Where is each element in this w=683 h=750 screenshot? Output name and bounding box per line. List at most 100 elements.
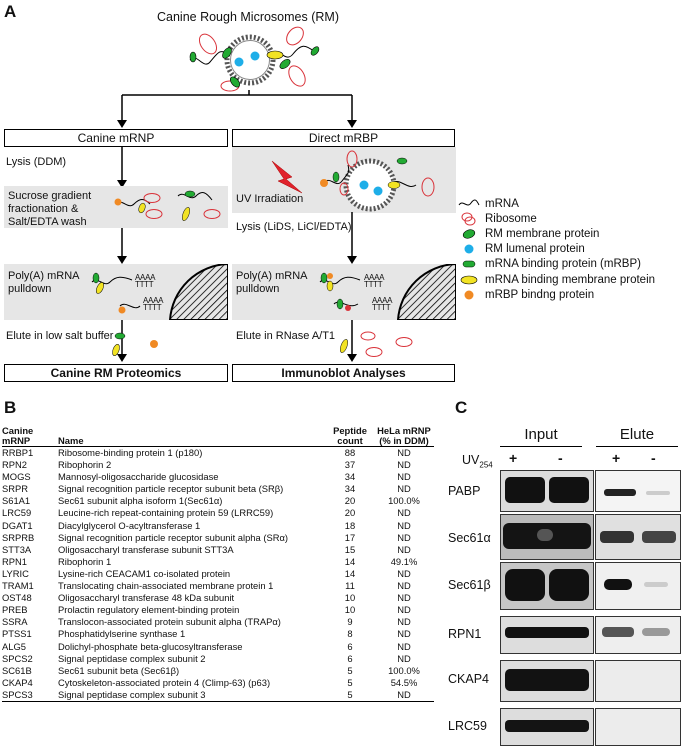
legend-label: mRNA — [485, 197, 519, 210]
header-hela-mrnp: HeLa mRNP (% in DDM) — [377, 425, 431, 446]
legend-item-rm-membrane-protein: RM membrane protein — [456, 226, 681, 241]
cell-peptide-count: 10 — [344, 604, 356, 616]
right-bead-illustration — [319, 264, 456, 320]
input-label: Input — [524, 426, 558, 443]
cell-id: PREB — [2, 604, 28, 616]
legend-item-mrna-binding-membrane-protein: mRNA binding membrane protein — [456, 272, 681, 287]
cell-name: Oligosaccharyl transferase 48 kDa subuni… — [58, 592, 235, 604]
rm-lumenal-protein-icon — [456, 243, 482, 255]
blot-label-sec61b: Sec61β — [448, 578, 491, 592]
cell-peptide-count: 10 — [344, 592, 356, 604]
cell-id: SRPRB — [2, 531, 35, 543]
cell-name: Prolactin regulatory element-binding pro… — [58, 604, 240, 616]
cell-name: Signal recognition particle receptor sub… — [58, 531, 289, 543]
table-row: PREB Prolactin regulatory element-binding… — [2, 604, 434, 616]
blot-ckap4-elute — [595, 660, 681, 702]
left-step-elute: Elute in low salt buffer — [6, 330, 114, 342]
table-header-row: Canine mRNP Name Peptide count HeLa mRNP… — [2, 422, 434, 447]
left-elute-illustration — [112, 332, 158, 356]
uv-panel — [232, 147, 456, 213]
blot-sec61a-elute — [595, 514, 681, 560]
cell-name: Translocon-associated protein subunit al… — [58, 616, 281, 628]
table-row: ALG5 Dolichyl-phosphate beta-glucosyltran… — [2, 641, 434, 653]
cell-peptide-count: 8 — [347, 628, 353, 640]
direct-mrbp-header: Direct mRBP — [232, 129, 455, 147]
input-uv-minus: - — [558, 450, 563, 466]
ribosome-icon — [456, 212, 482, 226]
cell-peptide-count: 37 — [344, 459, 356, 471]
table-row: SPCS3 Signal peptidase complex subunit 3 5… — [2, 689, 434, 702]
cell-peptide-count: 14 — [344, 567, 356, 579]
branch-connector — [117, 90, 357, 128]
cell-name: Leucine-rich repeat-containing protein 5… — [58, 507, 274, 519]
legend-item-ribosome: Ribosome — [456, 211, 681, 226]
cell-peptide-count: 5 — [347, 688, 353, 700]
elute-uv-minus: - — [651, 450, 656, 466]
panel-b-letter: B — [4, 398, 17, 417]
header-peptide-count: Peptide count — [333, 425, 367, 446]
cell-name: Dolichyl-phosphate beta-glucosyltransfer… — [58, 640, 243, 652]
cell-hela-mrnp: ND — [397, 580, 411, 592]
cell-hela-mrnp: ND — [397, 507, 411, 519]
cell-id: SPCS2 — [2, 652, 33, 664]
cell-name: Ribophorin 2 — [58, 459, 112, 471]
right-step-elute: Elute in RNase A/T1 — [236, 330, 336, 342]
cell-id: ALG5 — [2, 640, 26, 652]
right-polyt-1: TTTT — [364, 280, 383, 289]
blot-ckap4-input — [500, 660, 594, 702]
cell-id: LRC59 — [2, 507, 32, 519]
cell-hela-mrnp: ND — [397, 483, 411, 495]
cell-hela-mrnp: ND — [397, 447, 411, 458]
legend-label: RM lumenal protein — [485, 243, 585, 256]
right-step-lysis: Lysis (LiDS, LiCl/EDTA) — [236, 221, 352, 233]
input-uv-plus: + — [509, 450, 518, 466]
table-row: OST48 Oligosaccharyl transferase 48 kDa s… — [2, 592, 434, 604]
legend-item-rm-lumenal-protein: RM lumenal protein — [456, 242, 681, 257]
blot-pabp-elute — [595, 470, 681, 512]
blot-lrc59-elute — [595, 708, 681, 746]
right-step-pulldown: Poly(A) mRNA pulldown — [236, 270, 307, 295]
right-column-arrows — [347, 212, 357, 362]
blot-label-ckap4: CKAP4 — [448, 672, 489, 686]
cell-hela-mrnp: ND — [397, 459, 411, 471]
cell-name: Oligosaccharyl transferase subunit STT3A — [58, 543, 234, 555]
cell-name: Phosphatidylserine synthase 1 — [58, 628, 186, 640]
cell-id: MOGS — [2, 471, 31, 483]
cell-hela-mrnp: ND — [397, 567, 411, 579]
table-row: LRC59 Leucine-rich repeat-containing prot… — [2, 507, 434, 519]
cell-name: Cytoskeleton-associated protein 4 (Climp… — [58, 676, 271, 688]
header-name: Name — [58, 435, 84, 446]
cell-hela-mrnp: 100.0% — [388, 495, 420, 507]
cell-hela-mrnp: ND — [397, 688, 411, 700]
left-polya-1: AAAA — [135, 273, 156, 282]
cell-hela-mrnp: ND — [397, 628, 411, 640]
cell-peptide-count: 5 — [347, 664, 353, 676]
legend-label: mRNA binding protein (mRBP) — [485, 258, 641, 271]
cell-id: SRPR — [2, 483, 29, 495]
cell-name: Lysine-rich CEACAM1 co-isolated protein — [58, 567, 231, 579]
cell-id: SPCS3 — [2, 688, 33, 700]
cell-id: RPN1 — [2, 555, 28, 567]
cell-peptide-count: 9 — [347, 616, 353, 628]
right-polya-1: AAAA — [364, 273, 385, 282]
uv-subscript: 254 — [479, 460, 493, 470]
blot-pabp-input — [500, 470, 594, 512]
cell-hela-mrnp: 100.0% — [388, 664, 420, 676]
left-polya-2: AAAA — [143, 296, 164, 305]
legend-label: mRNA binding membrane protein — [485, 273, 656, 286]
left-step-pulldown: Poly(A) mRNA pulldown — [8, 270, 79, 295]
legend-item-mrbp-binding-protein: mRBP bindng protein — [456, 287, 681, 302]
uv-label: UV254 — [462, 453, 493, 470]
proteomics-table-wrap: Canine mRNP Name Peptide count HeLa mRNP… — [2, 422, 434, 702]
blot-lrc59-input — [500, 708, 594, 746]
cell-id: OST48 — [2, 592, 32, 604]
cell-name: Ribosome-binding protein 1 (p180) — [58, 447, 203, 458]
cell-name: Signal peptidase complex subunit 3 — [58, 688, 206, 700]
